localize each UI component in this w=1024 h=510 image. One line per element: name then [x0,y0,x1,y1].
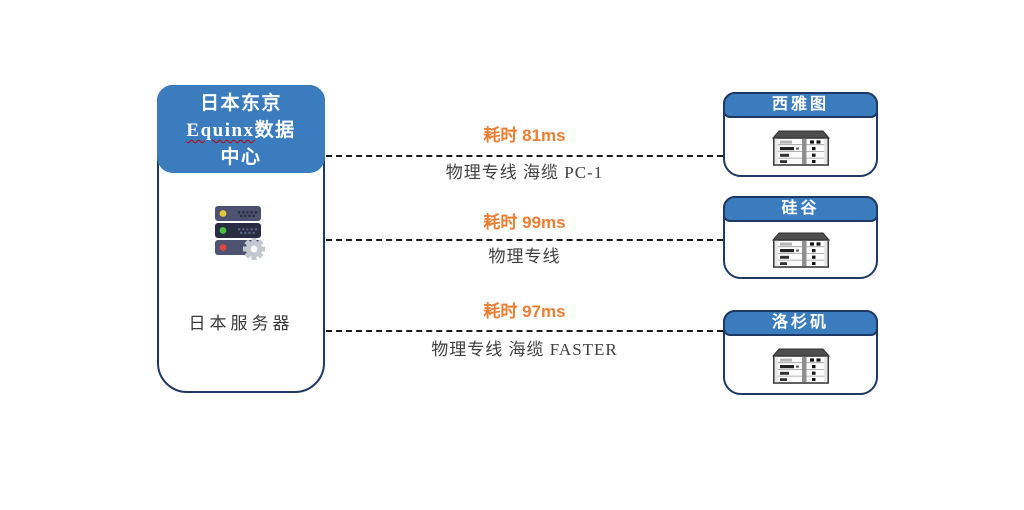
title-line-2-suffix: 数据 [254,120,296,141]
los-angeles-title: 洛杉矶 [723,310,878,336]
title-line-2: Equinx数据 [157,117,325,144]
link-desc-silicon-valley: 物理专线 [488,247,561,266]
gear-icon [243,238,265,260]
link-line-seattle [326,155,723,157]
router-icon [771,130,830,166]
link-desc-los-angeles: 物理专线 海缆 FASTER [431,340,618,359]
japan-server-label: 日本服务器 [188,314,294,333]
latency-label-silicon-valley: 耗时 99ms [483,213,566,232]
seattle-title: 西雅图 [723,92,878,118]
link-desc-seattle: 物理专线 海缆 PC-1 [445,163,604,182]
link-line-silicon-valley [326,239,723,241]
node-seattle: 西雅图 [723,92,878,177]
silicon-valley-title: 硅谷 [723,196,878,222]
node-japan-datacenter: 日本东京 Equinx数据 中心 [157,85,325,393]
title-equinx-text: Equinx [186,120,255,141]
title-line-1: 日本东京 [199,93,282,114]
title-line-3: 中心 [220,147,262,168]
japan-datacenter-title: 日本东京 Equinx数据 中心 [157,85,325,173]
router-icon [771,232,830,268]
link-line-los-angeles [326,330,723,332]
server-stack-icon [215,206,265,260]
node-silicon-valley: 硅谷 [723,196,878,279]
latency-label-seattle: 耗时 81ms [483,126,566,145]
router-icon [771,348,830,384]
latency-label-los-angeles: 耗时 97ms [483,302,566,321]
node-los-angeles: 洛杉矶 [723,310,878,395]
